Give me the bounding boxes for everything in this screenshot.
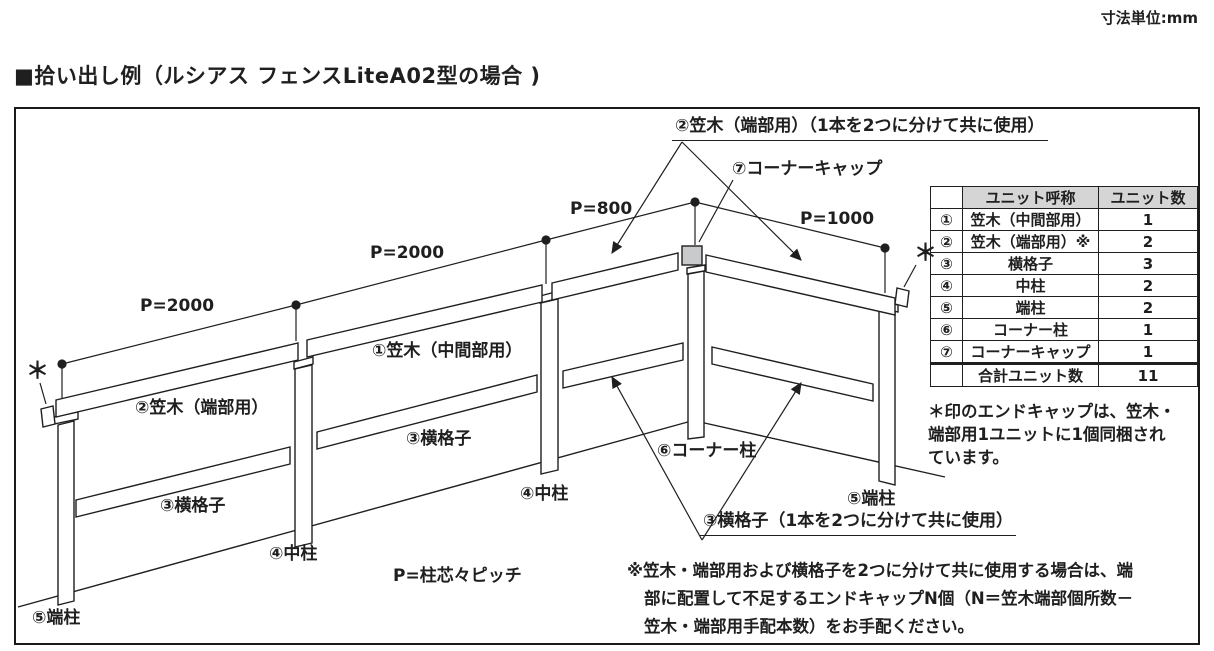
label-corner-post: ⑥コーナー柱 [657,441,757,461]
table-row: ⑦ コーナーキャップ 1 [930,340,1198,364]
label-left-end-rail: ②笠木（端部用） [135,398,269,418]
label-corner-cap: ⑦コーナーキャップ [732,159,883,179]
row-name: 中柱 [962,274,1099,297]
row-name: コーナーキャップ [962,340,1099,364]
row-qty: 11 [1098,362,1198,387]
leader-lines [39,141,917,541]
label-end-post-right: ⑤端柱 [847,489,896,509]
row-name: 合計ユニット数 [962,362,1099,387]
row-qty: 1 [1098,208,1198,231]
row-no: ② [930,230,963,253]
row-name: コーナー柱 [962,318,1099,341]
end-cap-left [40,405,56,428]
label-pitch-note: P=柱芯々ピッチ [393,566,522,586]
table-row: ③ 横格子 3 [930,252,1198,275]
parts-table: ユニット呼称 ユニット数 ① 笠木（中間部用） 1 ② 笠木（端部用）※ 2 ③… [930,186,1198,387]
row-no [930,362,963,387]
row-qty: 1 [1098,318,1198,341]
rail-end-half-right [705,254,896,316]
end-post-left [57,420,75,606]
slat-bay4 [711,346,874,402]
table-header-empty [930,186,963,209]
endcap-note-line: 端部用1ユニットに1個同梱され [928,425,1166,444]
row-name: 端柱 [962,296,1099,319]
dim-p1000: P=1000 [800,209,875,229]
row-qty: 1 [1098,340,1198,364]
label-top-end-rail: ②笠木（端部用）（1本を2つに分けて共に使用） [672,116,1048,141]
row-no: ① [930,208,963,231]
dimension-unit-note: 寸法単位:mm [1100,9,1198,27]
footnote-line: 笠木・端部用手配本数）をお手配ください。 [644,617,974,636]
row-no: ⑤ [930,296,963,319]
slat-bay2 [316,374,538,450]
label-slat-split: ③横格子（1本を2つに分けて共に使用） [700,511,1017,536]
fence-elevation-drawing [17,141,946,608]
dimension-lines [61,201,886,398]
slat-bay3 [562,342,684,389]
table-row: ② 笠木（端部用）※ 2 [930,230,1198,253]
endcap-note-line: ています。 [928,448,1009,467]
end-cap-right [894,287,910,308]
mid-post-left [294,364,313,548]
dimension-dots [57,197,890,369]
row-qty: 2 [1098,274,1198,297]
diagram-frame: P=2000 P=2000 P=800 P=1000 ②笠木（端部用）（1本を2… [14,107,1200,645]
endcap-note-line: ＊印のエンドキャップは、笠木・ [928,402,1176,421]
rail-end-half-left [551,252,679,301]
slat-bay1 [75,446,291,518]
row-no: ⑦ [930,340,963,364]
rail-end-left [55,342,299,418]
mid-post-left-cap [293,356,314,370]
corner-post [687,270,705,440]
table-row: ④ 中柱 2 [930,274,1198,297]
table-row: ⑥ コーナー柱 1 [930,318,1198,341]
label-slat-upper: ③横格子 [406,429,472,449]
table-header-name: ユニット呼称 [962,186,1099,209]
row-no: ④ [930,274,963,297]
label-mid-post-right: ④中柱 [520,484,569,504]
row-no: ⑥ [930,318,963,341]
label-mid-post-left: ④中柱 [269,544,318,564]
footnote-line: ※笠木・端部用および横格子を2つに分けて共に使用する場合は、端 [627,561,1134,580]
footnote-line: 部に配置して不足するエンドキャップN個（N＝笠木端部個所数－ [644,589,1134,608]
row-qty: 3 [1098,252,1198,275]
page-title: ■拾い出し例（ルシアス フェンスLiteA02型の場合 ) [14,64,541,88]
end-post-right [878,307,896,486]
table-row: ⑤ 端柱 2 [930,296,1198,319]
horizontal-slats [75,342,874,518]
mid-post-right [540,298,559,475]
row-qty: 2 [1098,230,1198,253]
dim-p2000-mid: P=2000 [370,243,445,263]
row-no: ③ [930,252,963,275]
endcap-note: ＊印のエンドキャップは、笠木・ 端部用1ユニットに1個同梱され ています。 [928,400,1176,469]
split-usage-footnote: ※笠木・端部用および横格子を2つに分けて共に使用する場合は、端 部に配置して不足… [627,557,1133,641]
row-name: 笠木（中間部用） [962,208,1099,231]
table-total-row: 合計ユニット数 11 [930,362,1198,387]
ground-line [17,419,946,608]
row-name: 笠木（端部用）※ [962,230,1099,253]
label-mid-rail: ①笠木（中間部用） [372,341,523,361]
dim-p800: P=800 [570,199,633,219]
dim-p2000-left: P=2000 [140,296,215,316]
row-qty: 2 [1098,296,1198,319]
row-name: 横格子 [962,252,1099,275]
rail-middle [306,284,543,358]
asterisk-mark-left: ＊ [26,358,49,384]
label-end-post-left: ⑤端柱 [32,608,81,628]
table-header-row: ユニット呼称 ユニット数 [930,186,1198,209]
fence-posts [53,264,899,606]
top-rails [40,245,910,428]
label-slat-lower: ③横格子 [160,496,226,516]
table-row: ① 笠木（中間部用） 1 [930,208,1198,231]
corner-cap [681,245,703,266]
table-header-qty: ユニット数 [1098,186,1198,209]
